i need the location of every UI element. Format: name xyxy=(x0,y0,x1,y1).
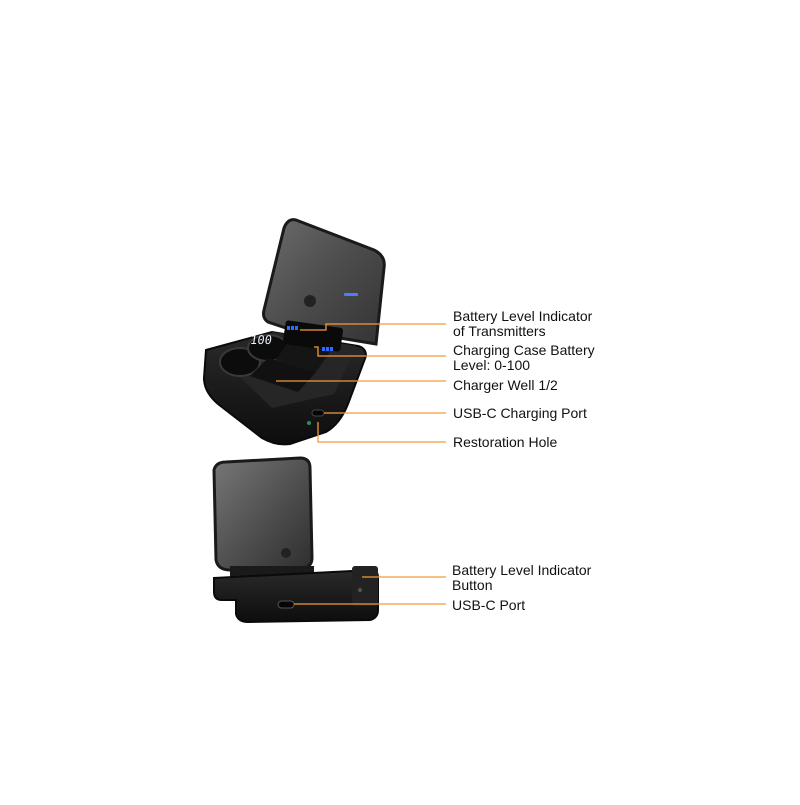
leader-lines xyxy=(276,323,446,605)
charger-well-channel-2 xyxy=(276,342,330,372)
open-lid xyxy=(262,218,386,346)
led-bar-right xyxy=(322,347,333,351)
case-top-view: 100 xyxy=(202,218,386,446)
led-readout: 100 xyxy=(249,333,273,347)
label-battery-indicator-transmitters: Battery Level Indicator of Transmitters xyxy=(453,308,593,339)
case-side-view xyxy=(212,456,379,624)
side-base-top xyxy=(352,566,378,606)
label-restoration-hole: Restoration Hole xyxy=(453,434,558,450)
label-usbc-port: USB-C Port xyxy=(452,597,526,613)
restoration-hole-shape xyxy=(307,421,311,425)
led-bar-left xyxy=(287,326,298,330)
led-display: 100 xyxy=(249,320,343,352)
label-charger-well: Charger Well 1/2 xyxy=(453,377,558,393)
side-lid-dot xyxy=(281,548,291,558)
lid-led-reflection xyxy=(344,293,358,296)
label-usbc-charging-port: USB-C Charging Port xyxy=(453,405,587,421)
usbc-charging-port-shape xyxy=(311,409,325,417)
leader-restoration-hole xyxy=(317,422,446,443)
side-lid xyxy=(212,456,314,572)
leader-battery-indicator-transmitters xyxy=(300,323,446,331)
usbc-port-shape xyxy=(277,600,295,609)
label-battery-indicator-button: Battery Level Indicator Button xyxy=(452,562,592,593)
lid-magnet-dot xyxy=(304,295,316,307)
charger-well-channel xyxy=(250,358,316,392)
leader-case-battery-level xyxy=(314,346,446,357)
label-case-battery-level: Charging Case Battery Level: 0-100 xyxy=(453,342,595,373)
battery-indicator-button-shape xyxy=(358,588,362,592)
